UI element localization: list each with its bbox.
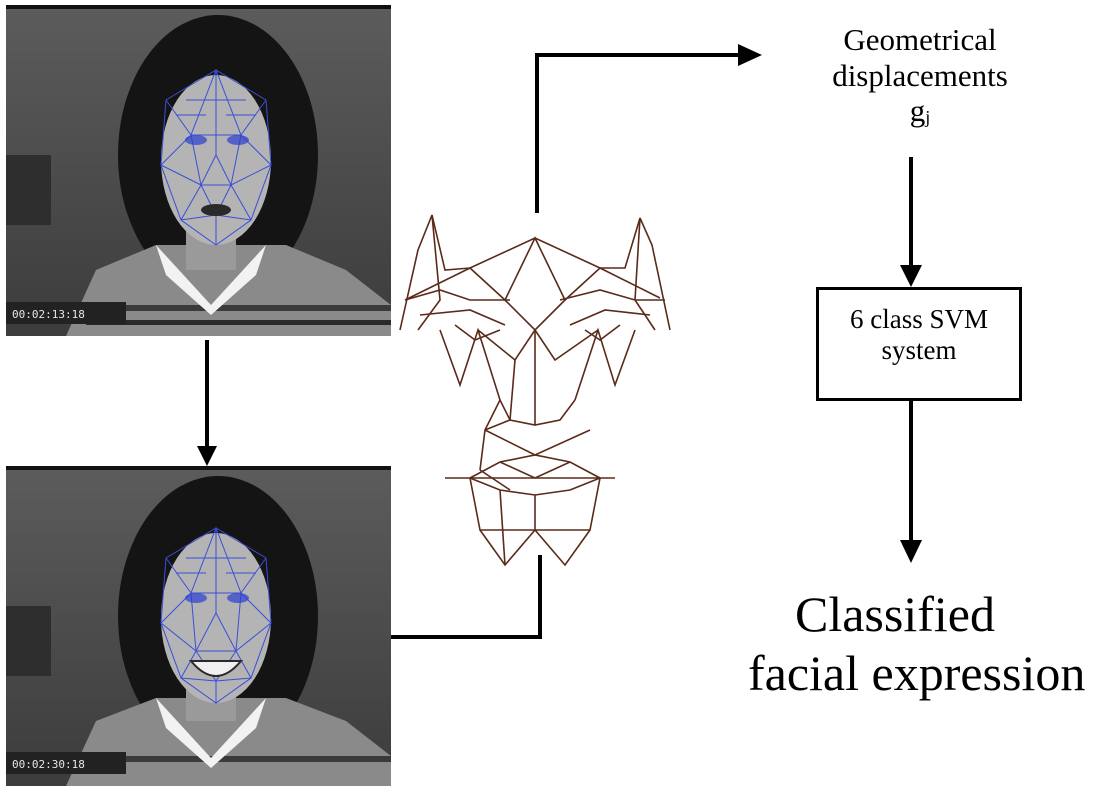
arrow-frame-down-head xyxy=(197,446,217,466)
arrow-to-displacements xyxy=(537,55,740,213)
classified-expression-label: Classified facial expression xyxy=(700,585,1103,703)
classified-line1: Classified xyxy=(700,585,1103,644)
expression-face-frame: 00:02:30:18 xyxy=(6,466,391,786)
connector-bottom-to-candide xyxy=(391,555,540,637)
svm-system-box: 6 class SVM system xyxy=(816,287,1022,401)
g-main: g xyxy=(910,93,926,128)
geometric-displacements-line2: displacements xyxy=(790,58,1050,94)
g-subscript: j xyxy=(925,107,930,127)
timecode-top: 00:02:13:18 xyxy=(12,308,85,321)
classified-line2: facial expression xyxy=(700,644,1103,703)
svm-line2: system xyxy=(819,335,1019,366)
svm-system-label: 6 class SVM system xyxy=(819,304,1019,366)
neutral-face-frame: 00:02:13:18 xyxy=(6,5,391,336)
g-j-symbol: gj xyxy=(790,93,1050,129)
arrow-to-classified-head xyxy=(900,540,922,563)
geometric-displacements-line1: Geometrical xyxy=(790,22,1050,58)
timecode-bottom: 00:02:30:18 xyxy=(12,758,85,771)
neutral-face-image: 00:02:13:18 xyxy=(6,5,391,336)
svm-line1: 6 class SVM xyxy=(819,304,1019,335)
candide-wireframe xyxy=(400,215,670,565)
arrow-to-svm-head xyxy=(900,265,922,287)
arrow-to-displacements-head xyxy=(738,44,762,66)
expression-face-image: 00:02:30:18 xyxy=(6,466,391,786)
geometric-displacements-label: Geometrical displacements gj xyxy=(790,22,1050,129)
